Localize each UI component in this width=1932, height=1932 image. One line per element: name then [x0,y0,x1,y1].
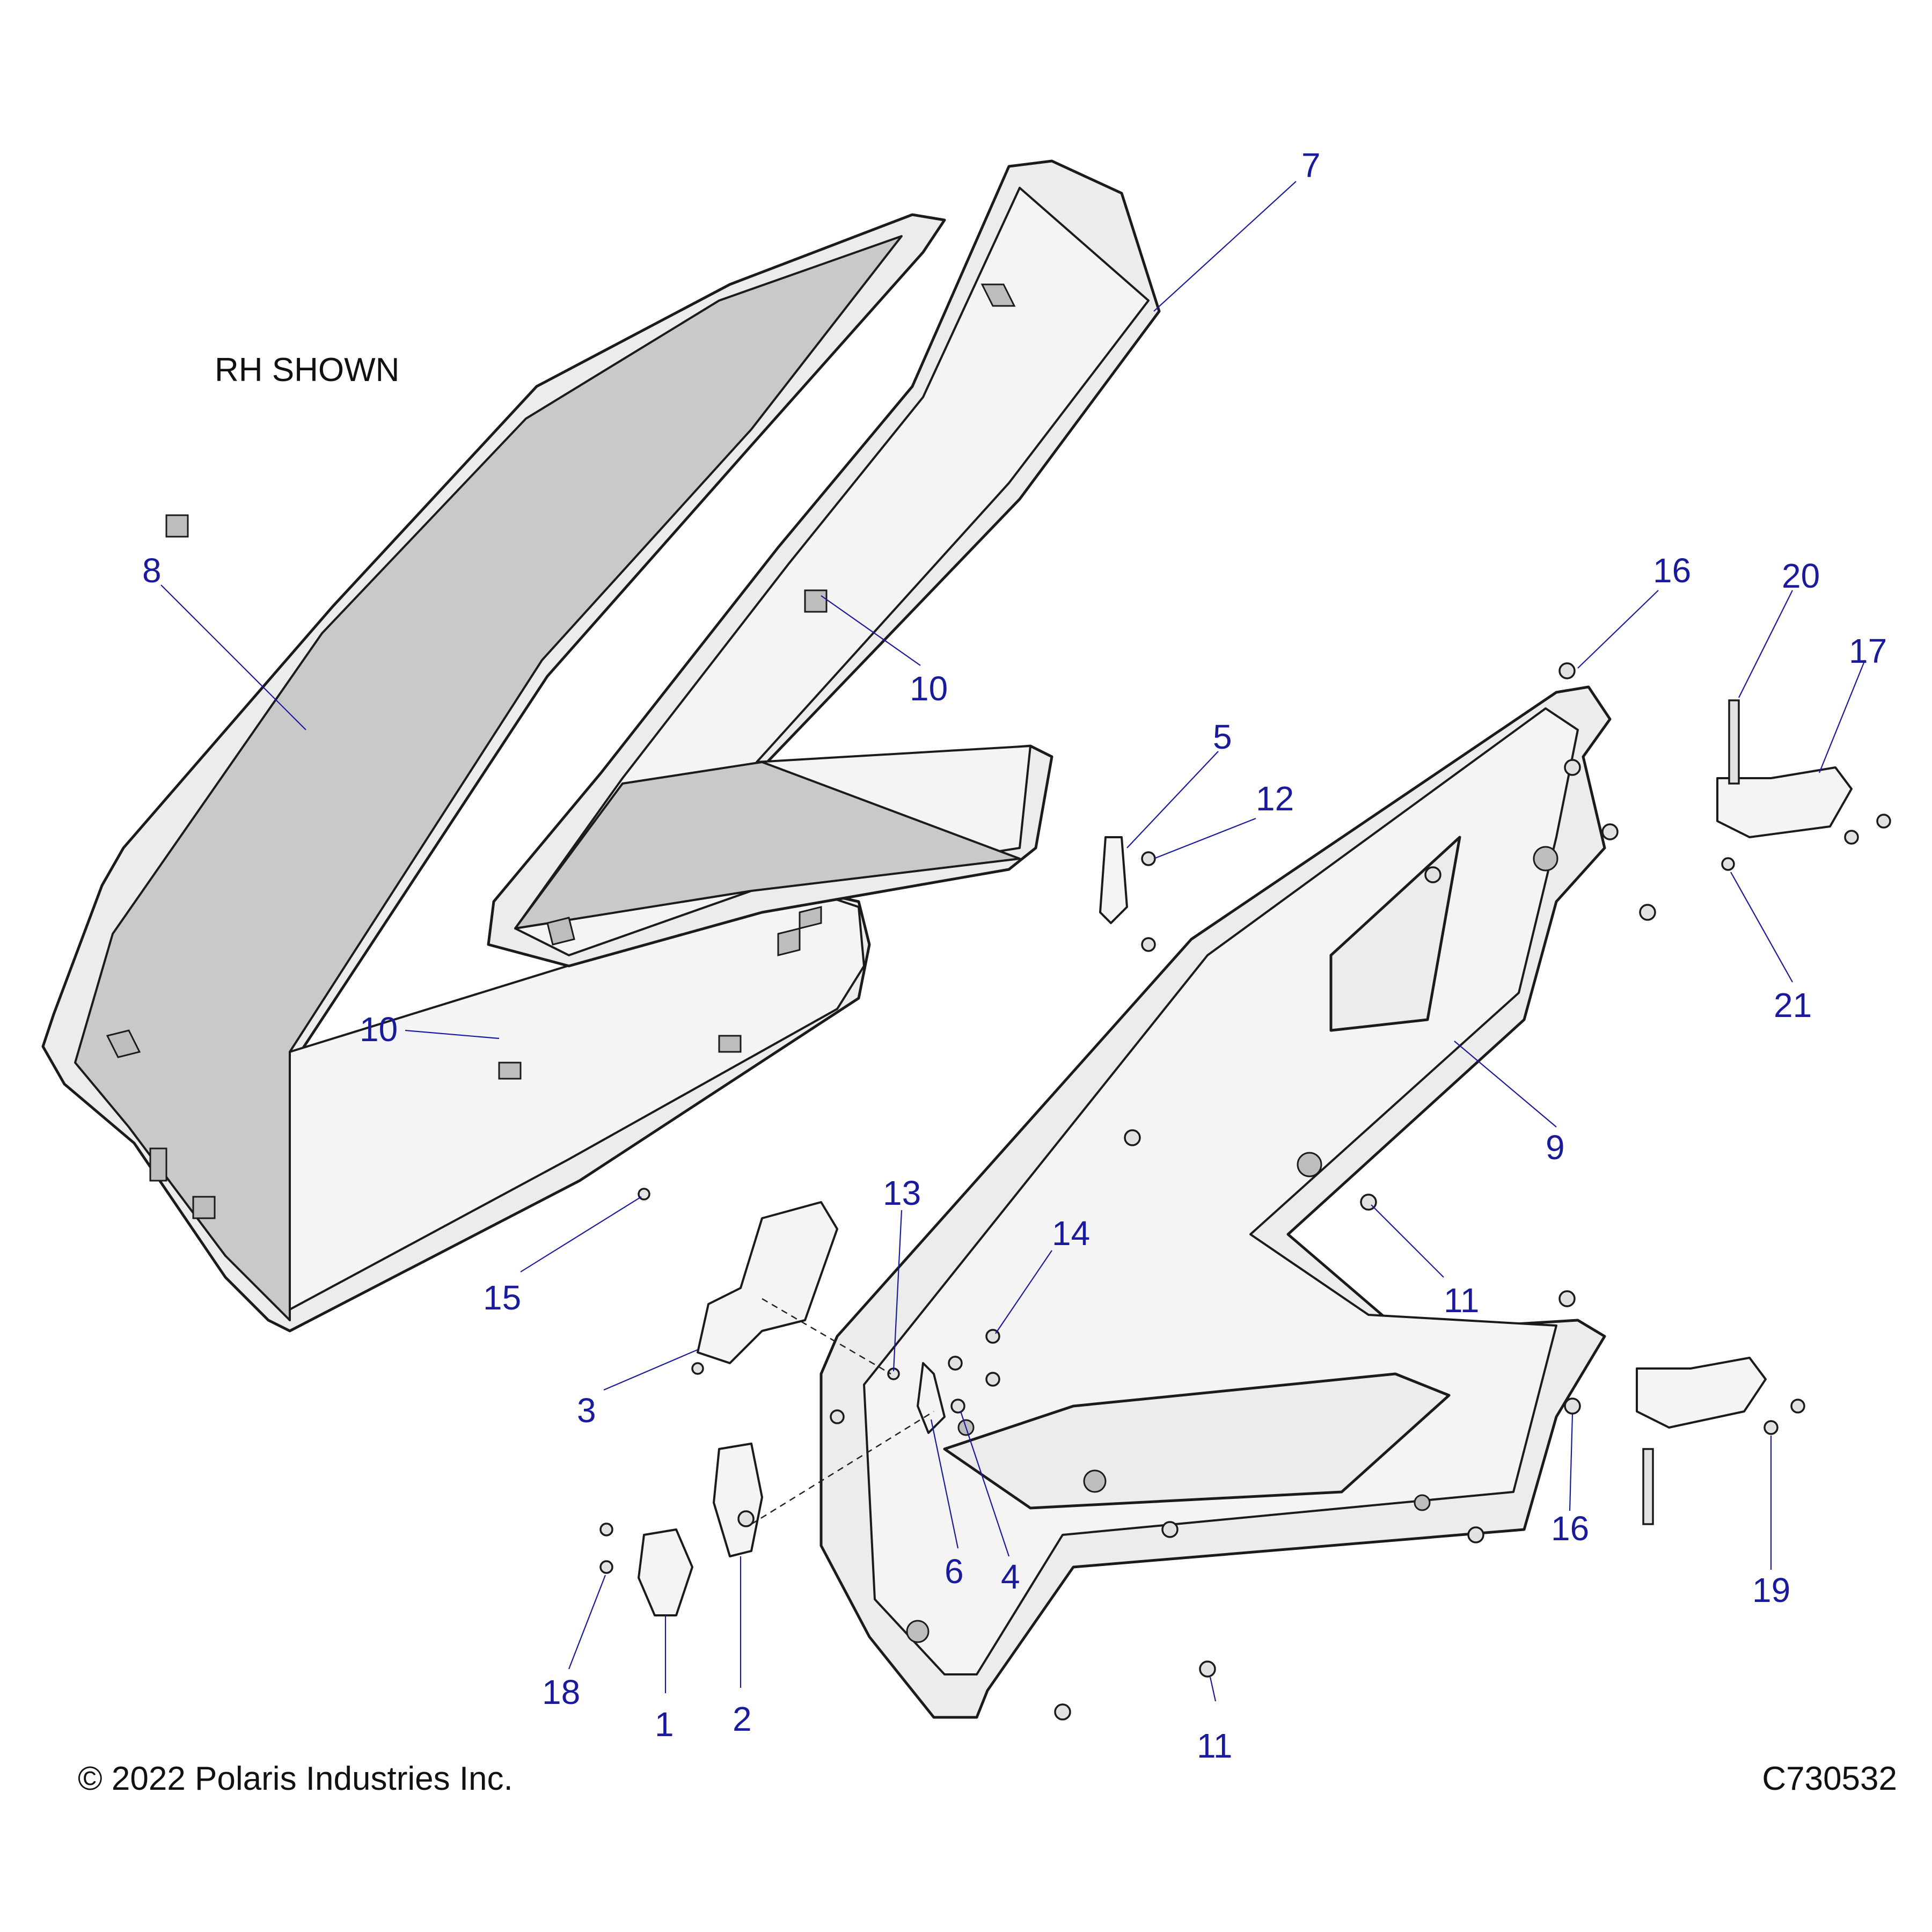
callout-20: 20 [1782,557,1820,595]
leader-lines [160,181,1866,1702]
lower-hinge [1636,1357,1767,1429]
callout-18: 18 [542,1673,580,1711]
callout-11: 11 [1197,1726,1232,1765]
hinge-pin-lower [1642,1448,1654,1525]
callout-11: 11 [1444,1281,1479,1320]
callout-6: 6 [945,1552,964,1591]
door-inner-panel [487,159,1161,968]
callout-2: 2 [733,1700,752,1738]
callout-labels: 7 8 10 10 16 20 17 5 12 21 9 13 14 11 15… [142,146,1887,1765]
bracket-plate [917,1362,946,1434]
door-frame [819,685,1612,1719]
callout-10: 10 [910,669,948,708]
callout-14: 14 [1052,1214,1090,1253]
callout-16: 16 [1653,551,1691,590]
callout-12: 12 [1256,779,1294,818]
door-check-bracket [1099,836,1128,924]
callout-19: 19 [1752,1571,1790,1609]
upper-hinge [1716,766,1853,838]
callout-15: 15 [483,1278,521,1317]
callout-9: 9 [1546,1128,1565,1167]
callout-5: 5 [1213,718,1232,756]
callout-7: 7 [1301,146,1321,185]
door-striker [638,1528,693,1616]
callout-4: 4 [1001,1557,1020,1596]
door-latch [713,1443,763,1557]
callout-8: 8 [142,551,162,590]
view-note: RH SHOWN [215,352,399,389]
latch-handle [697,1201,838,1364]
callout-1: 1 [655,1705,674,1744]
callout-13: 13 [883,1174,921,1212]
callout-21: 21 [1774,986,1812,1024]
drawing-number: C730532 [1762,1760,1897,1797]
hardware-group [599,662,1891,1721]
door-outer-panel [41,213,946,1333]
callout-3: 3 [577,1391,596,1430]
copyright-notice: © 2022 Polaris Industries Inc. [78,1760,513,1797]
callout-17: 17 [1849,632,1887,670]
hinge-pin-upper [1728,699,1740,785]
callout-10: 10 [360,1010,398,1049]
callout-16: 16 [1551,1509,1589,1548]
